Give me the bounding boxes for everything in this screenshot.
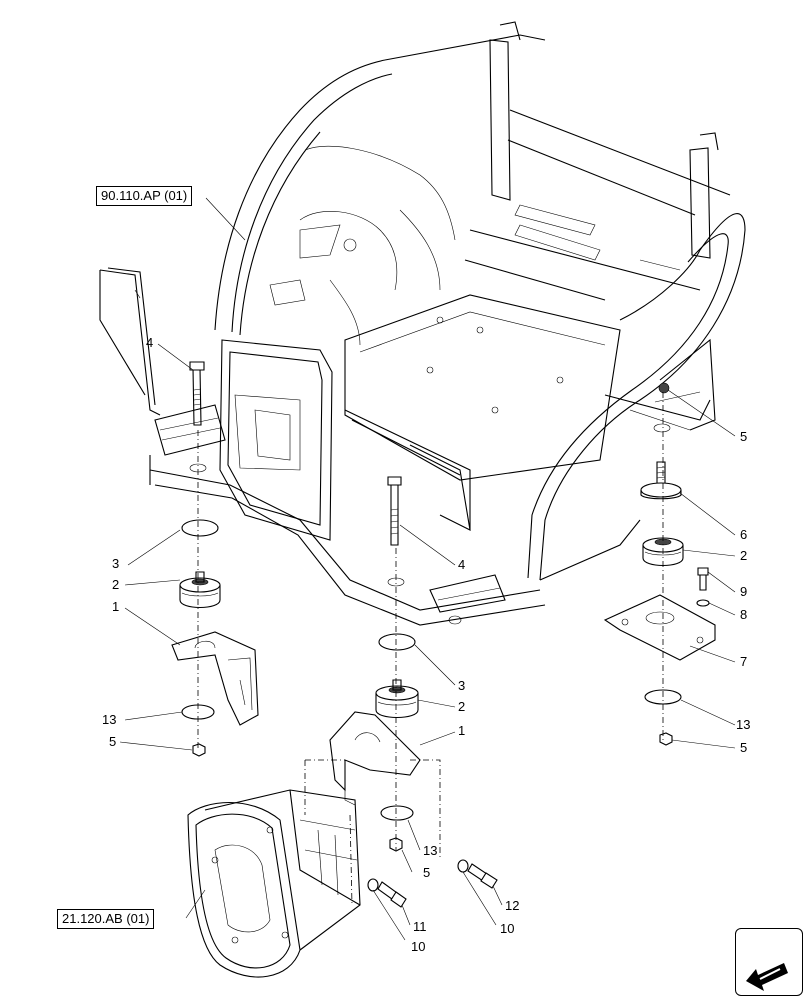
callout-5-top-right: 5	[740, 429, 748, 444]
callout-4-center: 4	[458, 557, 466, 572]
transmission-housing	[187, 759, 498, 978]
callout-10-right: 10	[500, 921, 515, 936]
callout-9: 9	[740, 584, 748, 599]
callout-2-center: 2	[458, 699, 466, 714]
cab-reference-label[interactable]: 90.110.AP (01)	[96, 186, 193, 206]
arrow-previous-icon	[746, 963, 788, 991]
callout-7: 7	[740, 654, 748, 669]
callout-13-right: 13	[736, 717, 751, 732]
transmission-reference-label[interactable]: 21.120.AB (01)	[57, 909, 155, 929]
callout-13-left: 13	[102, 712, 117, 727]
callout-3-left: 3	[112, 556, 120, 571]
mount-stack-center	[329, 476, 421, 852]
callout-1-center: 1	[458, 723, 466, 738]
callout-5-right: 5	[740, 740, 748, 755]
callout-5-left: 5	[109, 734, 117, 749]
callout-10-left: 10	[411, 939, 426, 954]
callout-12: 12	[505, 898, 520, 913]
callout-4-left: 4	[146, 335, 154, 350]
callout-1-left: 1	[112, 599, 120, 614]
mount-stack-right	[603, 382, 716, 746]
mount-stack-left	[171, 361, 259, 757]
callout-5-center: 5	[423, 865, 431, 880]
leader-lines	[119, 197, 736, 941]
callout-3-center: 3	[458, 678, 466, 693]
callout-8: 8	[740, 607, 748, 622]
callout-2-left: 2	[112, 577, 120, 592]
cab-frame	[99, 21, 746, 626]
callout-2-right: 2	[740, 548, 748, 563]
previous-page-button[interactable]	[735, 928, 803, 996]
callout-11: 11	[413, 919, 427, 934]
callout-13-center: 13	[423, 843, 438, 858]
callout-6: 6	[740, 527, 748, 542]
